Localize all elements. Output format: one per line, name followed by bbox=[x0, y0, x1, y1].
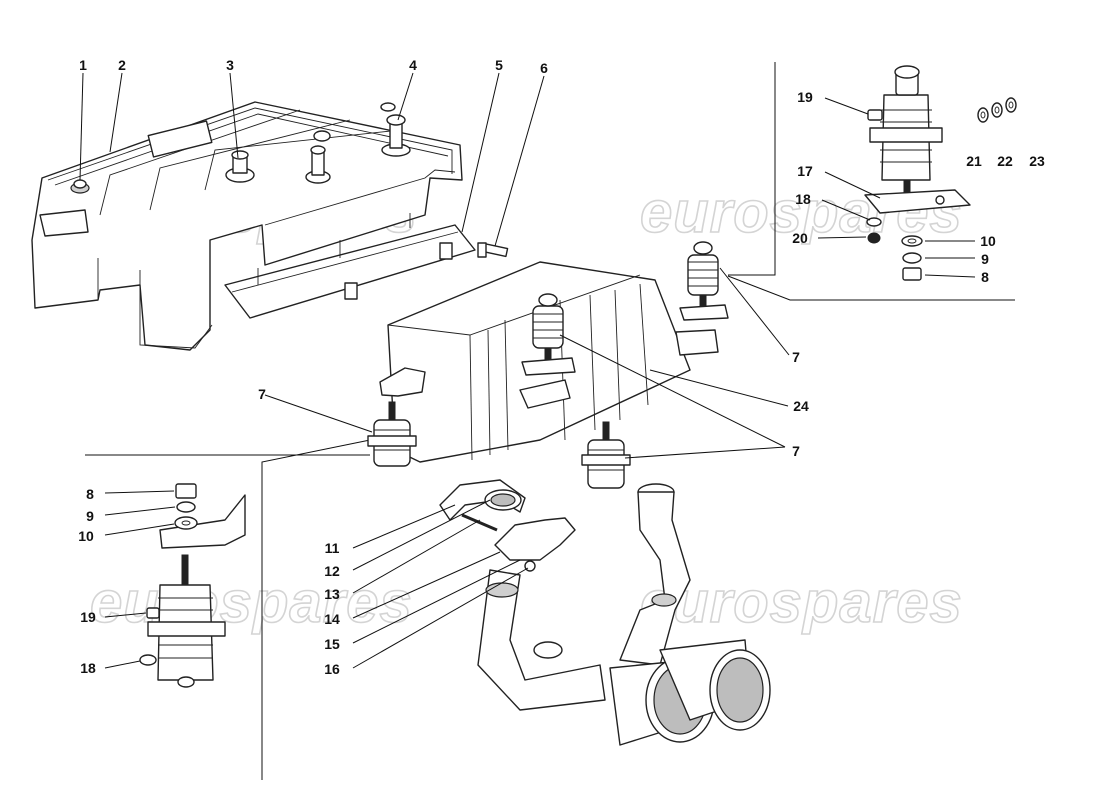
callout-19-top: 19 bbox=[797, 89, 813, 105]
callout-9-bottom: 9 bbox=[86, 508, 94, 524]
rubber-mount-top-right bbox=[679, 241, 729, 321]
callout-3: 3 bbox=[226, 57, 234, 73]
leader-lines bbox=[79, 72, 976, 669]
callout-24: 24 bbox=[793, 398, 809, 414]
cover-bolt-4 bbox=[380, 102, 411, 157]
nut-8-top bbox=[902, 267, 922, 281]
callout-7-left: 7 bbox=[258, 386, 266, 402]
callout-10-bottom: 10 bbox=[78, 528, 94, 544]
washer-22 bbox=[991, 102, 1003, 118]
heat-shield-cover bbox=[31, 101, 463, 351]
cover-bolt-mid bbox=[305, 130, 331, 184]
washer-18-bottom bbox=[139, 654, 157, 666]
mounting-bracket bbox=[224, 213, 476, 319]
callout-8-top: 8 bbox=[981, 269, 989, 285]
detail-frame-top-right bbox=[727, 62, 1015, 301]
callout-20: 20 bbox=[792, 230, 808, 246]
nut-8-bottom bbox=[175, 483, 197, 499]
callout-16: 16 bbox=[324, 661, 340, 677]
callout-23: 23 bbox=[1029, 153, 1045, 169]
callout-9-top: 9 bbox=[981, 251, 989, 267]
callout-8-bottom: 8 bbox=[86, 486, 94, 502]
callout-15: 15 bbox=[324, 636, 340, 652]
callout-18-bottom: 18 bbox=[80, 660, 96, 676]
nut-20 bbox=[867, 232, 881, 244]
callout-18-top: 18 bbox=[795, 191, 811, 207]
callout-17: 17 bbox=[797, 163, 813, 179]
rubber-mount-center bbox=[521, 293, 576, 376]
callout-6: 6 bbox=[540, 60, 548, 76]
callout-10-top: 10 bbox=[980, 233, 996, 249]
washer-9-bottom bbox=[176, 501, 196, 513]
watermark-bottom-left: eurospares bbox=[90, 570, 413, 635]
washer-18-top bbox=[866, 217, 882, 227]
callout-5: 5 bbox=[495, 57, 503, 73]
exhaust-pipe-left bbox=[477, 569, 606, 711]
callout-21: 21 bbox=[966, 153, 982, 169]
callout-1: 1 bbox=[79, 57, 87, 73]
callout-2: 2 bbox=[118, 57, 126, 73]
clamp-lower bbox=[494, 517, 576, 572]
watermark-bottom-right: eurospares bbox=[640, 570, 963, 635]
callout-4: 4 bbox=[409, 57, 417, 73]
washer-10-top bbox=[901, 235, 923, 247]
washer-10-bottom bbox=[174, 516, 198, 530]
washer-23 bbox=[1005, 97, 1017, 113]
callout-13: 13 bbox=[324, 586, 340, 602]
stud-13 bbox=[461, 513, 498, 532]
cover-bolt-3 bbox=[225, 150, 255, 183]
clamp-upper bbox=[439, 479, 526, 521]
detail-frame-bottom-left bbox=[85, 439, 371, 780]
callout-12: 12 bbox=[324, 563, 340, 579]
rubber-mount-left bbox=[367, 401, 417, 467]
bolt-6 bbox=[477, 242, 509, 258]
callout-19-bottom: 19 bbox=[80, 609, 96, 625]
exhaust-pipe-right bbox=[619, 483, 691, 666]
callout-11: 11 bbox=[325, 540, 340, 556]
callout-7-right: 7 bbox=[792, 349, 800, 365]
detail-mount-assembly-bottom bbox=[146, 494, 246, 688]
callout-14: 14 bbox=[324, 611, 340, 627]
detail-mount-assembly-top bbox=[864, 65, 971, 214]
tailpipe-right bbox=[659, 639, 771, 731]
washer-21 bbox=[977, 107, 989, 123]
callout-7-center: 7 bbox=[792, 443, 800, 459]
washer-9-top bbox=[902, 252, 922, 264]
callout-22: 22 bbox=[997, 153, 1013, 169]
rubber-mount-right bbox=[581, 421, 631, 489]
